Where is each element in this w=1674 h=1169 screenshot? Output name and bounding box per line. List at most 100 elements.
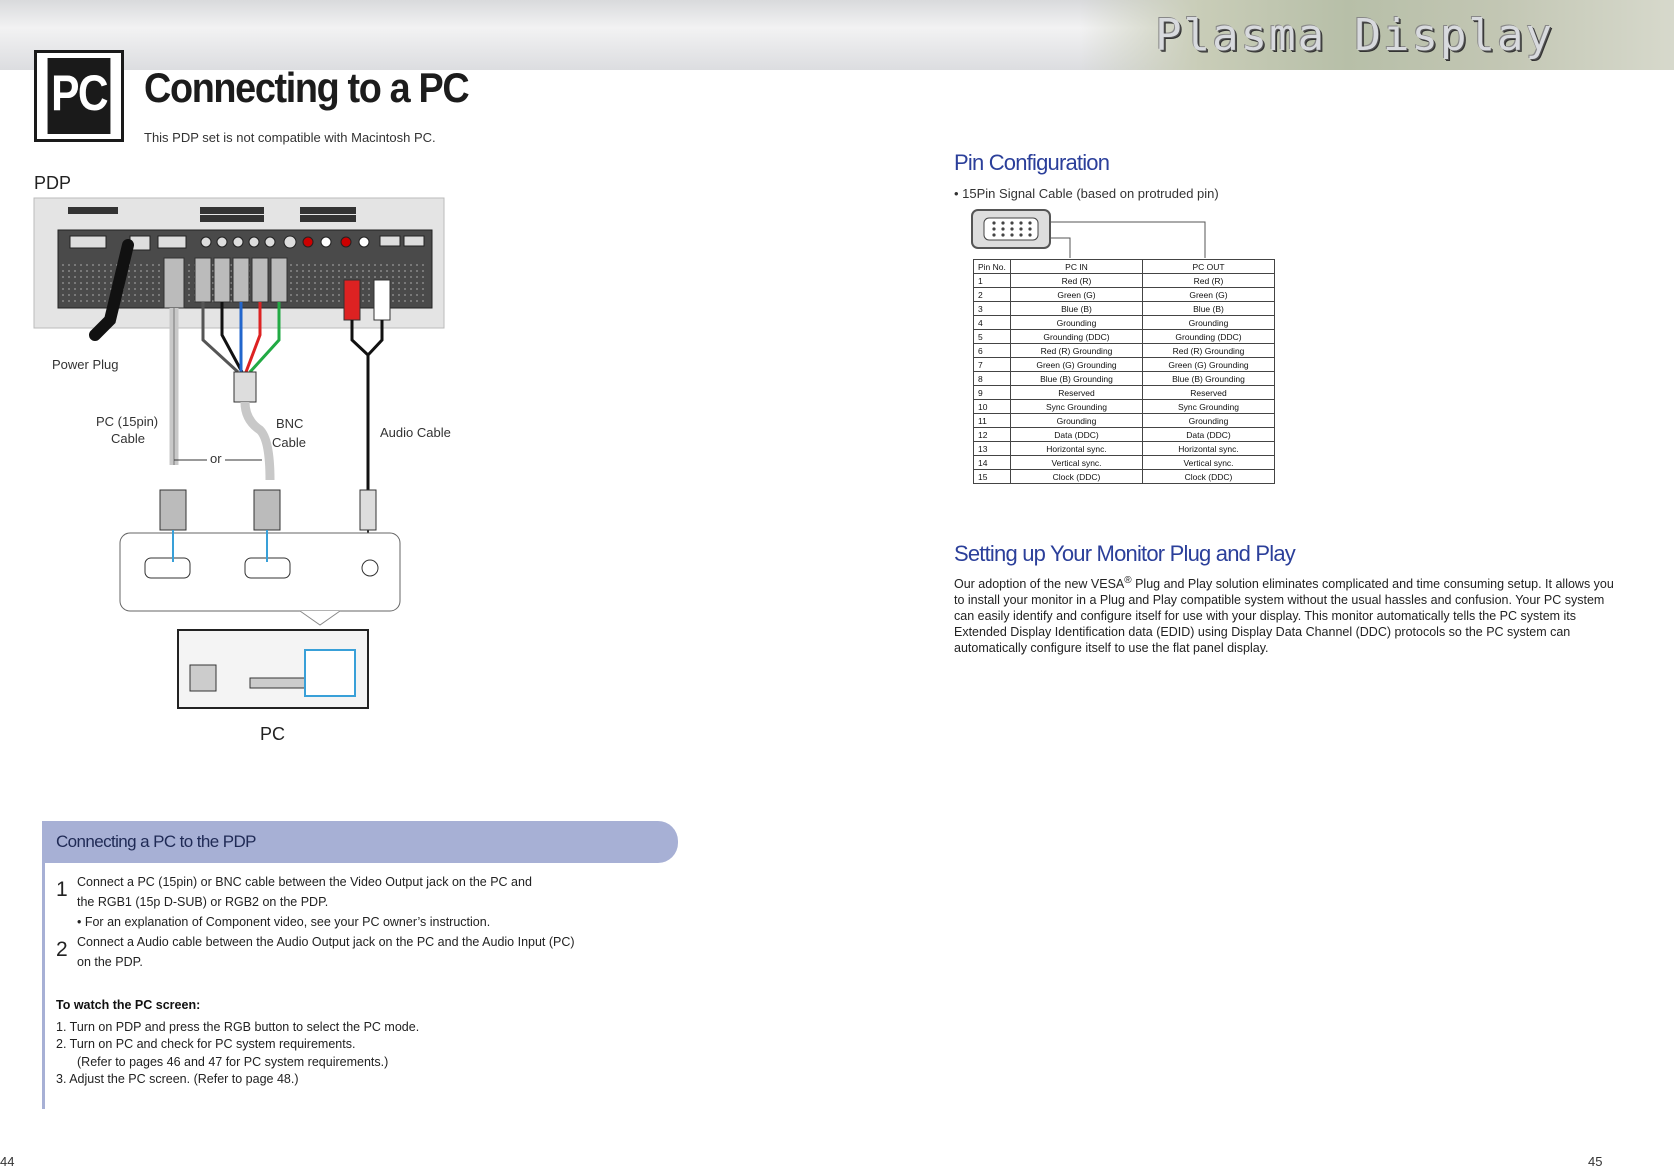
pc-in-cell: Horizontal sync.: [1010, 441, 1143, 456]
pc-expansion-slot: [304, 649, 356, 697]
pin-number-cell: 8: [973, 371, 1011, 386]
pc-in-cell: Sync Grounding: [1010, 399, 1143, 414]
connect-panel-header: Connecting a PC to the PDP: [42, 821, 678, 863]
pc-badge: PC: [34, 50, 124, 142]
pc-in-cell: Green (G): [1010, 287, 1143, 302]
pc-in-cell: Grounding: [1010, 413, 1143, 428]
bnc-jack-5: [264, 236, 276, 248]
pin-number-cell: 7: [973, 357, 1011, 372]
pc-badge-text: PC: [47, 58, 111, 134]
audio-jack-red: [302, 236, 314, 248]
pc-out-cell: Reserved: [1142, 385, 1275, 400]
rgb-comp-tag: [200, 207, 264, 214]
pc-out-cell: Sync Grounding: [1142, 399, 1275, 414]
pin-config-note: • 15Pin Signal Cable (based on protruded…: [954, 186, 1219, 201]
pin-number-cell: 2: [973, 287, 1011, 302]
rs232-in-port: [379, 235, 401, 247]
connect-panel-rule: [42, 863, 45, 1109]
pc-in-cell: Blue (B): [1010, 301, 1143, 316]
bnc-jack-1: [200, 236, 212, 248]
pc-out-cell: Grounding (DDC): [1142, 329, 1275, 344]
pin-number-cell: 6: [973, 343, 1011, 358]
audio-y-split: [350, 320, 384, 357]
pc-out-cell: Blue (B) Grounding: [1142, 371, 1275, 386]
pc-in-cell: Grounding (DDC): [1010, 329, 1143, 344]
pc-out-cell: Clock (DDC): [1142, 469, 1275, 484]
page-number-left: 44: [0, 1154, 15, 1169]
pc-in-cell: Grounding: [1010, 315, 1143, 330]
header-band: [0, 0, 1674, 70]
bnc-wire-green: [248, 302, 281, 374]
pin-config-title: Pin Configuration: [954, 150, 1110, 175]
pin-number-cell: 3: [973, 301, 1011, 316]
panel-callout: [299, 610, 341, 626]
power-cable: [89, 239, 134, 341]
audio-in-tag: [300, 207, 356, 214]
plug-and-play-paragraph: Our adoption of the new VESA® Plug and P…: [954, 573, 1614, 656]
ext-speaker-tag: [68, 207, 118, 214]
rs232-out-port: [403, 235, 425, 247]
pin-number-cell: 13: [973, 441, 1011, 456]
step-1-number: 1: [56, 878, 68, 901]
header-texture: [1080, 0, 1674, 70]
pin-number-cell: 10: [973, 399, 1011, 414]
pc15-top-connector: [163, 257, 185, 309]
pin-number-cell: 1: [973, 273, 1011, 288]
step-1-note: • For an explanation of Component video,…: [77, 915, 491, 929]
page-subtitle: This PDP set is not compatible with Maci…: [144, 130, 436, 145]
audio-type-tag: [300, 215, 356, 222]
bnc-wire-black: [220, 302, 244, 373]
bnc-splitter: [233, 371, 257, 403]
bnc-cable-label-1: BNC: [276, 416, 304, 431]
watch-step-2: 2. Turn on PC and check for PC system re…: [56, 1037, 356, 1051]
watch-pc-heading: To watch the PC screen:: [56, 998, 201, 1012]
bnc-jack-2: [216, 236, 228, 248]
pc-out-cell: Green (G) Grounding: [1142, 357, 1275, 372]
audio-pc-jack-white: [358, 236, 370, 248]
pin-number-cell: 11: [973, 413, 1011, 428]
plug-and-play-title: Setting up Your Monitor Plug and Play: [954, 541, 1296, 566]
pin-table-header-row: Pin No. PC IN PC OUT: [973, 259, 1275, 274]
bnc-bottom-connector: [253, 489, 281, 531]
audio-plug-red: [343, 279, 361, 321]
bnc-cable-label-2: Cable: [272, 435, 306, 450]
step-2-number: 2: [56, 938, 68, 961]
audio-plug-white: [373, 279, 391, 321]
dsub-pins: [992, 221, 1032, 237]
pc-out-cell: Blue (B): [1142, 301, 1275, 316]
watch-step-1: 1. Turn on PDP and press the RGB button …: [56, 1020, 420, 1034]
pnp-registered-mark: ®: [1124, 575, 1132, 586]
bnc-wire-gray: [201, 302, 240, 374]
pin-number-cell: 4: [973, 315, 1011, 330]
pc-out-cell: Vertical sync.: [1142, 455, 1275, 470]
step-2-line-2: on the PDP.: [77, 955, 143, 969]
page-number-right: 45: [1588, 1154, 1603, 1169]
pc-out-cell: Horizontal sync.: [1142, 441, 1275, 456]
step-2-line-1: Connect a Audio cable between the Audio …: [77, 935, 575, 949]
svhs-jack: [283, 235, 297, 249]
bnc-cable: [240, 401, 275, 481]
pc-out-cell: Data (DDC): [1142, 427, 1275, 442]
pin-table-header-pc-in: PC IN: [1010, 259, 1143, 274]
pc-in-cell: Clock (DDC): [1010, 469, 1143, 484]
bnc-jack-4: [248, 236, 260, 248]
pc-io-port: [249, 677, 311, 689]
pin-number-cell: 5: [973, 329, 1011, 344]
pc-out-cell: Red (R): [1142, 273, 1275, 288]
bnc-connectors: [194, 257, 288, 303]
pc-out-cell: Green (G): [1142, 287, 1275, 302]
connection-diagram: [33, 197, 445, 709]
audio-mini-plug: [359, 489, 377, 531]
pnp-text-rest: Plug and Play solution eliminates compli…: [954, 577, 1614, 656]
pc-label: PC: [260, 724, 286, 744]
watch-step-2-note: (Refer to pages 46 and 47 for PC system …: [77, 1055, 389, 1069]
